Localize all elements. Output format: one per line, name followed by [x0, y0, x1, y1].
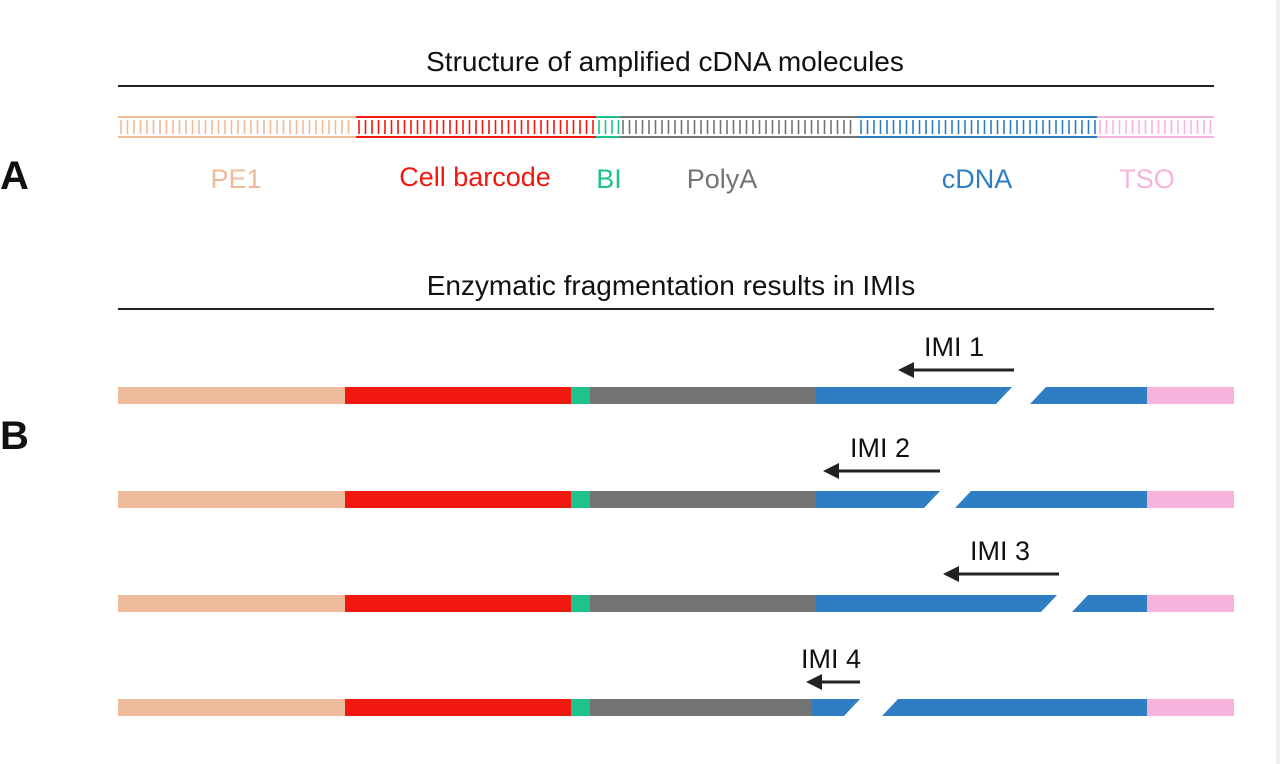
- pe1-block: [118, 387, 345, 404]
- panel-a-title: Structure of amplified cDNA molecules: [426, 46, 904, 77]
- right-edge-border: [1276, 0, 1280, 764]
- bi-block: [571, 491, 590, 508]
- fragment-row-1: [118, 362, 1234, 404]
- fragment-row-4: [118, 674, 1234, 716]
- pe1-block: [118, 595, 345, 612]
- fragment-row-2: [118, 463, 1234, 508]
- tso-block: [1147, 387, 1234, 404]
- imi-label-1: IMI 1: [924, 332, 984, 362]
- panel-b-label: B: [0, 414, 29, 458]
- tso-block: [1147, 491, 1234, 508]
- imi-arrow-head: [823, 463, 839, 479]
- segment-label-tso: TSO: [1119, 164, 1175, 194]
- double-stranded-dna-molecule: [118, 116, 1214, 138]
- dna-segment-barcode: [356, 116, 596, 138]
- bi-block: [571, 387, 590, 404]
- segment-label-bi: BI: [596, 164, 622, 194]
- polya-block: [590, 387, 816, 404]
- polya-block: [590, 491, 816, 508]
- bi-block: [571, 699, 590, 716]
- fragment-rows: [118, 362, 1234, 716]
- segment-label-cdna: cDNA: [942, 164, 1013, 194]
- cell-barcode-block: [345, 699, 571, 716]
- pe1-block: [118, 491, 345, 508]
- bi-block: [571, 595, 590, 612]
- cdna-fragment-right: [882, 699, 1147, 716]
- imi-labels: IMI 1 IMI 2 IMI 3 IMI 4: [801, 332, 1030, 674]
- panel-b-title: Enzymatic fragmentation results in IMIs: [427, 270, 916, 301]
- cell-barcode-block: [345, 491, 571, 508]
- tso-block: [1147, 699, 1234, 716]
- polya-block: [590, 595, 816, 612]
- cdna-fragment-right: [1030, 387, 1147, 404]
- cell-barcode-block: [345, 387, 571, 404]
- dna-segment-pe1: [118, 116, 356, 138]
- cdna-fragment-left: [816, 387, 1012, 404]
- dna-segment-cdna: [858, 116, 1097, 138]
- cdna-fragment-left: [816, 491, 940, 508]
- dna-segment-polya: [620, 116, 858, 138]
- cdna-fragment-right: [1072, 595, 1147, 612]
- dna-segment-bi: [596, 116, 620, 138]
- cell-barcode-block: [345, 595, 571, 612]
- imi-arrow-head: [898, 362, 914, 378]
- polya-block: [590, 699, 812, 716]
- fragment-row-3: [118, 566, 1234, 612]
- segment-label-polya: PolyA: [687, 164, 758, 194]
- imi-label-2: IMI 2: [850, 433, 910, 463]
- segment-label-cell-barcode: Cell barcode: [399, 162, 551, 192]
- cdna-fragment-left: [812, 699, 860, 716]
- cdna-fragment-right: [955, 491, 1147, 508]
- segment-labels: PE1 Cell barcode BI PolyA cDNA TSO: [210, 162, 1174, 194]
- panel-a-label: A: [0, 154, 29, 198]
- tso-block: [1147, 595, 1234, 612]
- imi-arrow-head: [806, 674, 822, 690]
- imi-arrow-head: [943, 566, 959, 582]
- dna-segment-tso: [1097, 116, 1214, 138]
- imi-label-3: IMI 3: [970, 536, 1030, 566]
- segment-label-pe1: PE1: [210, 164, 261, 194]
- cdna-fragment-left: [816, 595, 1057, 612]
- pe1-block: [118, 699, 345, 716]
- imi-label-4: IMI 4: [801, 644, 861, 674]
